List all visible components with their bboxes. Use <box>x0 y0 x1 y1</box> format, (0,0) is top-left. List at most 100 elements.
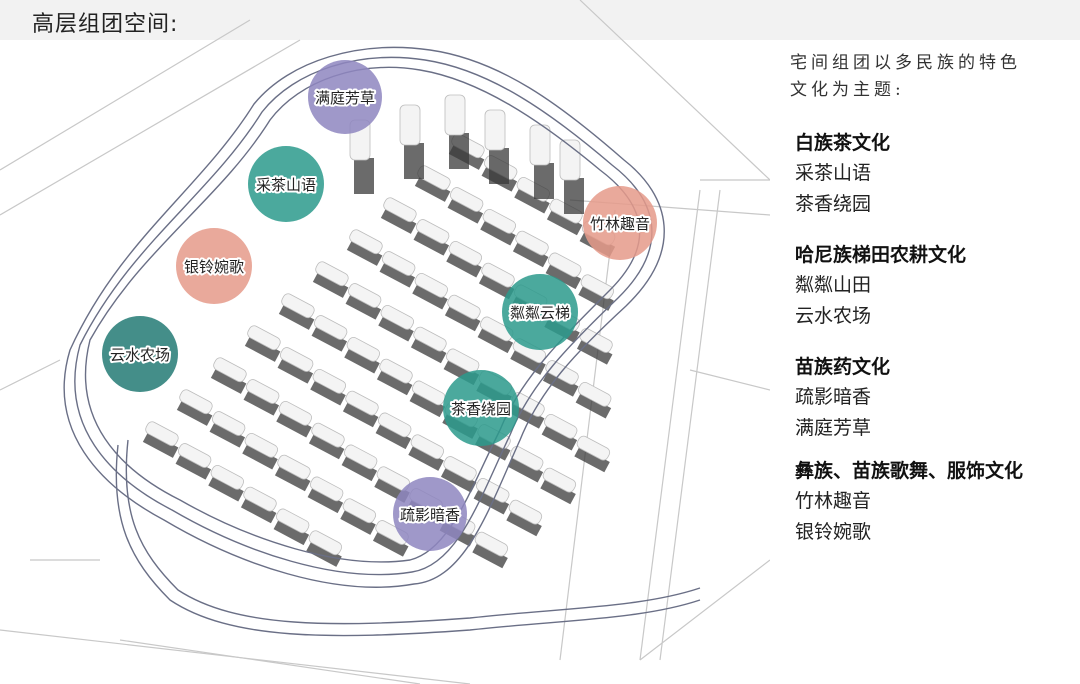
building-block <box>273 508 310 546</box>
node-label: 满庭芳草 <box>315 89 375 107</box>
building-block <box>278 293 315 330</box>
node-circle <box>176 228 252 304</box>
building-block <box>446 240 483 278</box>
node-circle <box>393 477 467 551</box>
building-block <box>311 315 348 352</box>
header-band <box>0 0 1080 40</box>
building-block <box>444 294 481 332</box>
node-label: 竹林趣音 <box>590 215 650 233</box>
building-block <box>478 262 515 300</box>
node-label-halo: 疏影暗香 <box>400 506 460 524</box>
building-block <box>447 187 484 224</box>
building-block <box>529 124 554 199</box>
building-block <box>576 328 613 365</box>
node-label-halo: 满庭芳草 <box>315 89 375 107</box>
building-block <box>274 454 311 492</box>
building-block <box>344 336 381 374</box>
theme-nodes: 满庭芳草满庭芳草采茶山语采茶山语竹林趣音竹林趣音银铃婉歌银铃婉歌粼粼云梯粼粼云梯… <box>102 60 657 551</box>
building-block <box>484 109 509 184</box>
building-block <box>242 432 279 470</box>
building-block <box>410 326 447 364</box>
building-block <box>379 251 416 288</box>
building-block <box>176 389 213 426</box>
building-block <box>444 94 469 169</box>
node-label: 银铃婉歌 <box>184 258 244 276</box>
node-label-halo: 银铃婉歌 <box>184 258 244 276</box>
building-block <box>345 283 382 320</box>
building-block <box>375 412 412 450</box>
building-block <box>506 499 543 537</box>
node-label-halo: 茶香绕园 <box>451 400 511 418</box>
building-block <box>276 400 313 438</box>
building-block <box>507 445 544 483</box>
building-block <box>240 486 277 524</box>
building-block <box>578 274 615 311</box>
intro-text: 宅间组团以多民族的特色文化为主题: <box>790 53 1021 100</box>
theme-item: 竹林趣音 <box>795 490 872 512</box>
node-label: 疏影暗香 <box>400 506 460 524</box>
building-block <box>346 229 383 266</box>
building-block <box>209 411 246 448</box>
page-title: 高层组团空间: <box>32 12 179 37</box>
building-block <box>306 530 343 567</box>
node-circle <box>102 316 178 392</box>
building-block <box>408 434 445 471</box>
node-label: 粼粼云梯 <box>510 304 570 322</box>
building-block <box>310 368 347 406</box>
building-block <box>340 498 377 535</box>
building-block <box>308 422 345 460</box>
building-block <box>175 443 212 480</box>
theme-group: 苗族药文化疏影暗香满庭芳草 <box>795 352 890 444</box>
theme-item: 疏影暗香 <box>795 386 872 408</box>
site-plan-diagram: 满庭芳草满庭芳草采茶山语采茶山语竹林趣音竹林趣音银铃婉歌银铃婉歌粼粼云梯粼粼云梯… <box>0 0 770 684</box>
building-block <box>545 252 582 290</box>
node-circle <box>502 274 578 350</box>
node-label-halo: 云水农场 <box>110 346 170 364</box>
theme-title: 苗族药文化 <box>795 356 891 378</box>
theme-group: 彝族、苗族歌舞、服饰文化竹林趣音银铃婉歌 <box>795 456 1023 548</box>
node-circle <box>443 370 519 446</box>
building-block <box>342 390 379 428</box>
building-block <box>208 464 245 502</box>
building-block <box>540 467 577 505</box>
node-label-halo: 粼粼云梯 <box>510 304 570 322</box>
building-block <box>210 357 247 394</box>
theme-group: 白族茶文化采茶山语茶香绕园 <box>795 128 890 220</box>
theme-item: 云水农场 <box>795 305 872 327</box>
building-block <box>541 413 578 451</box>
building-block <box>312 261 349 298</box>
building-block <box>378 304 415 342</box>
theme-title: 白族茶文化 <box>795 132 891 154</box>
theme-item: 茶香绕园 <box>795 193 872 215</box>
building-block <box>480 208 517 246</box>
building-block <box>380 197 417 234</box>
building-block <box>341 444 378 482</box>
road-lines <box>0 0 770 684</box>
building-block <box>142 421 179 458</box>
theme-item: 采茶山语 <box>795 162 872 184</box>
building-block <box>574 435 611 473</box>
building-block <box>412 272 449 310</box>
building-block <box>440 456 477 493</box>
building-block <box>244 325 281 362</box>
node-label: 云水农场 <box>110 346 170 364</box>
building-block <box>277 347 314 384</box>
node-circle <box>583 186 657 260</box>
building-block <box>512 230 549 268</box>
building-block <box>399 104 424 179</box>
node-circle <box>308 60 382 134</box>
theme-item: 满庭芳草 <box>795 417 872 439</box>
node-label: 采茶山语 <box>256 176 316 194</box>
theme-title: 彝族、苗族歌舞、服饰文化 <box>795 460 1024 482</box>
node-label-halo: 竹林趣音 <box>590 215 650 233</box>
building-block <box>243 379 280 416</box>
theme-title: 哈尼族梯田农耕文化 <box>795 244 967 266</box>
building-block <box>376 358 413 396</box>
